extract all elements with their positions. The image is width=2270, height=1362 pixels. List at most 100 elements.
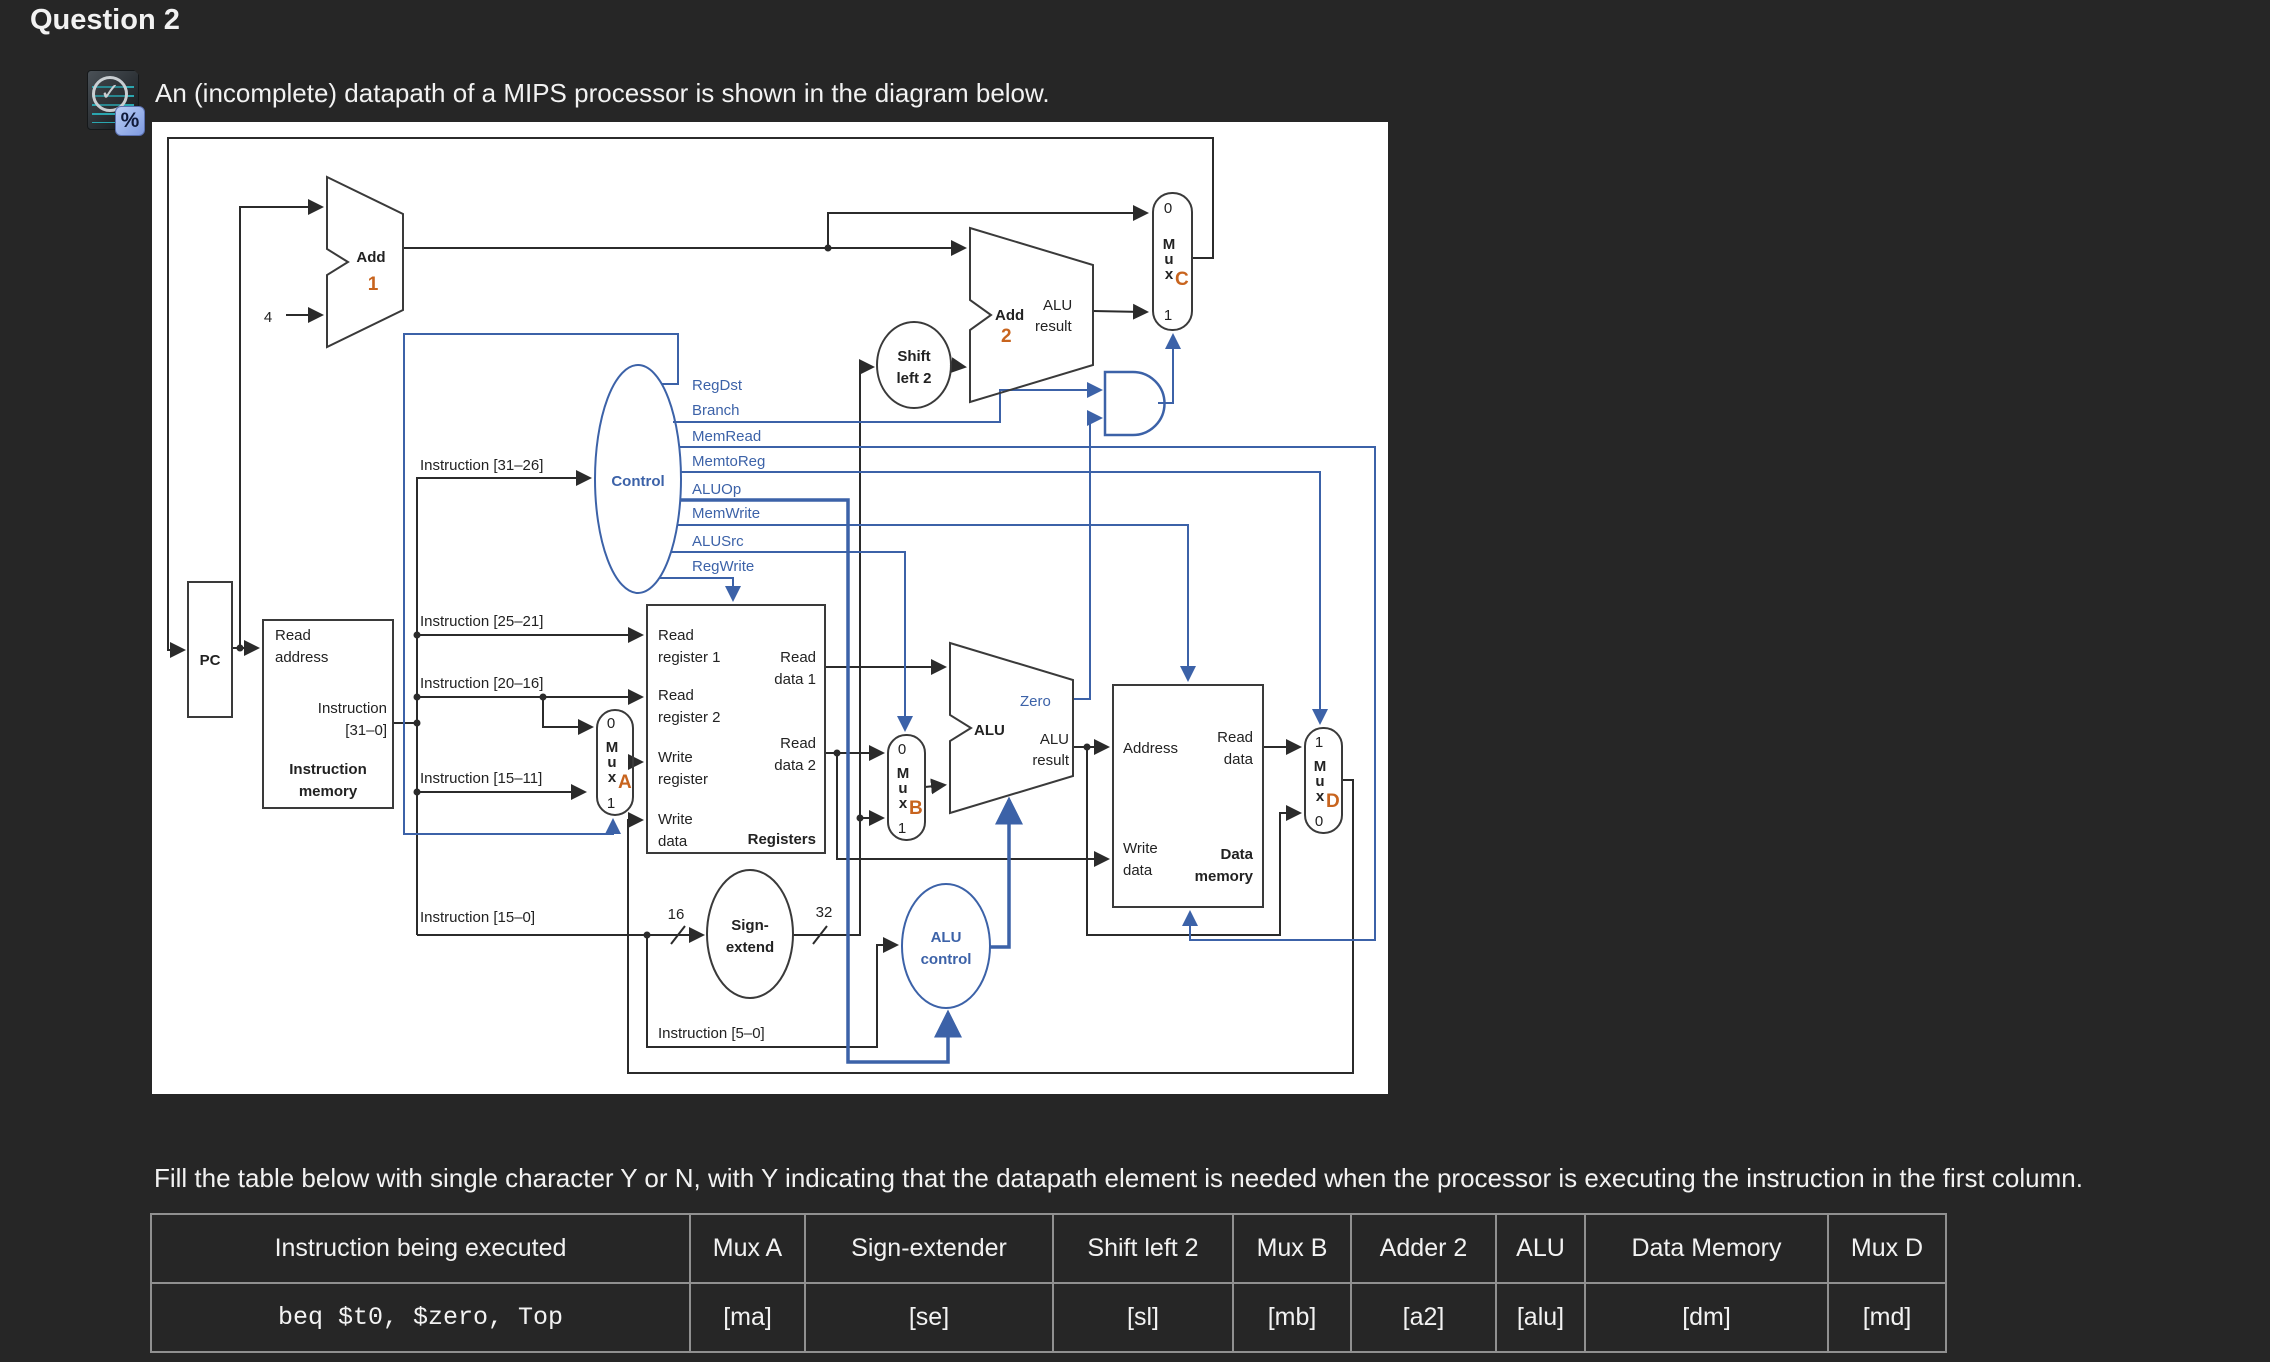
- control-unit: Control: [594, 364, 682, 594]
- pc-register: PC: [187, 581, 233, 718]
- svg-text:0: 0: [898, 741, 906, 758]
- svg-text:Instruction: Instruction: [289, 761, 367, 778]
- svg-text:Registers: Registers: [748, 831, 816, 848]
- col-header-alu: ALU: [1495, 1213, 1586, 1284]
- svg-text:Read: Read: [780, 649, 816, 666]
- answer-blank-data-memory[interactable]: [dm]: [1584, 1282, 1829, 1353]
- svg-text:memory: memory: [1195, 868, 1254, 885]
- svg-text:data: data: [658, 833, 688, 850]
- svg-text:ALU: ALU: [931, 929, 962, 946]
- svg-text:address: address: [275, 649, 328, 666]
- svg-text:x: x: [608, 769, 617, 786]
- svg-text:B: B: [909, 798, 923, 819]
- table-row: beq $t0, $zero, Top [ma] [se] [sl] [mb] …: [150, 1282, 1947, 1353]
- answer-blank-mux-b[interactable]: [mb]: [1232, 1282, 1352, 1353]
- alu: ALU Zero ALU result: [949, 641, 1074, 815]
- answer-blank-adder-2[interactable]: [a2]: [1350, 1282, 1497, 1353]
- instruction-cell: beq $t0, $zero, Top: [150, 1282, 691, 1353]
- svg-text:x: x: [1165, 266, 1174, 283]
- svg-text:Add: Add: [356, 249, 385, 266]
- svg-text:register: register: [658, 771, 708, 788]
- figure-background: [152, 122, 1388, 1094]
- svg-text:Instruction [15–11]: Instruction [15–11]: [420, 770, 542, 787]
- answer-blank-mux-d[interactable]: [md]: [1827, 1282, 1947, 1353]
- svg-text:Write: Write: [658, 811, 693, 828]
- adder-add1: Add 1: [326, 175, 404, 349]
- mips-datapath-diagram: PC Read address Instruction [31–0] Instr…: [152, 122, 1388, 1094]
- answer-blank-shift-left-2[interactable]: [sl]: [1052, 1282, 1234, 1353]
- svg-text:0: 0: [607, 715, 615, 732]
- svg-text:Read: Read: [780, 735, 816, 752]
- svg-text:Write: Write: [1123, 840, 1158, 857]
- svg-text:Shift: Shift: [897, 348, 930, 365]
- fill-table-instruction: Fill the table below with single charact…: [154, 1163, 2083, 1193]
- instruction-memory: Read address Instruction [31–0] Instruct…: [262, 619, 394, 809]
- svg-text:Instruction [31–26]: Instruction [31–26]: [420, 457, 543, 474]
- svg-text:Read: Read: [275, 627, 311, 644]
- instruction-field-labels: Instruction [31–26] Instruction [25–21] …: [420, 457, 765, 1042]
- shift-left-2: Shift left 2: [876, 321, 952, 409]
- svg-text:ALU: ALU: [1043, 297, 1072, 314]
- svg-text:Branch: Branch: [692, 402, 740, 419]
- svg-text:extend: extend: [726, 939, 774, 956]
- svg-text:MemWrite: MemWrite: [692, 505, 760, 522]
- svg-text:Instruction [5–0]: Instruction [5–0]: [658, 1025, 765, 1042]
- answer-table: Instruction being executed Mux A Sign-ex…: [150, 1213, 1947, 1353]
- answer-blank-alu[interactable]: [alu]: [1495, 1282, 1586, 1353]
- svg-text:1: 1: [898, 820, 906, 837]
- question-text: An (incomplete) datapath of a MIPS proce…: [155, 78, 1050, 108]
- svg-text:Add: Add: [995, 307, 1024, 324]
- svg-text:Instruction [15–0]: Instruction [15–0]: [420, 909, 535, 926]
- check-circle-icon: ✓: [92, 76, 128, 112]
- col-header-mux-b: Mux B: [1232, 1213, 1352, 1284]
- mux-d: 1 M u x D 0: [1304, 727, 1343, 834]
- svg-text:Read: Read: [658, 627, 694, 644]
- col-header-mux-a: Mux A: [689, 1213, 806, 1284]
- svg-text:control: control: [921, 951, 972, 968]
- svg-text:PC: PC: [200, 652, 221, 669]
- answer-blank-sign-extender[interactable]: [se]: [804, 1282, 1054, 1353]
- svg-text:1: 1: [368, 274, 379, 295]
- svg-text:M: M: [1163, 236, 1176, 253]
- svg-text:1: 1: [607, 795, 615, 812]
- mux-a: 0 M u x A 1: [596, 709, 634, 816]
- svg-text:0: 0: [1315, 813, 1323, 830]
- svg-text:register 1: register 1: [658, 649, 721, 666]
- adder-add2-branch: Add 2 ALU result: [969, 226, 1094, 404]
- col-header-shift-left-2: Shift left 2: [1052, 1213, 1234, 1284]
- quiz-image-icon: ✓ %: [85, 69, 146, 136]
- svg-text:x: x: [899, 795, 908, 812]
- svg-text:register 2: register 2: [658, 709, 721, 726]
- svg-text:u: u: [898, 780, 907, 797]
- svg-text:Read: Read: [658, 687, 694, 704]
- col-header-sign-extender: Sign-extender: [804, 1213, 1054, 1284]
- svg-text:Sign-: Sign-: [731, 917, 769, 934]
- percent-badge-icon: %: [115, 106, 145, 136]
- svg-text:2: 2: [1001, 326, 1012, 347]
- col-header-data-memory: Data Memory: [1584, 1213, 1829, 1284]
- col-header-adder-2: Adder 2: [1350, 1213, 1497, 1284]
- control-signal-labels: RegDst Branch MemRead MemtoReg ALUOp Mem…: [692, 377, 765, 575]
- svg-text:x: x: [1316, 788, 1325, 805]
- svg-text:ALUOp: ALUOp: [692, 481, 741, 498]
- svg-text:Address: Address: [1123, 740, 1178, 757]
- alu-control: ALU control: [901, 883, 991, 1009]
- answer-blank-mux-a[interactable]: [ma]: [689, 1282, 806, 1353]
- svg-text:M: M: [897, 765, 910, 782]
- svg-text:MemRead: MemRead: [692, 428, 761, 445]
- svg-text:A: A: [618, 772, 632, 793]
- svg-text:1: 1: [1315, 734, 1323, 751]
- svg-text:[31–0]: [31–0]: [345, 722, 387, 739]
- svg-text:data: data: [1123, 862, 1153, 879]
- table-header-row: Instruction being executed Mux A Sign-ex…: [150, 1213, 1947, 1284]
- svg-text:data 1: data 1: [774, 671, 816, 688]
- svg-text:1: 1: [1164, 307, 1172, 324]
- constant-four: 4: [264, 309, 272, 326]
- datapath-wires: [167, 137, 1354, 1074]
- bit-width-16: 16: [668, 906, 685, 923]
- svg-text:M: M: [606, 739, 619, 756]
- svg-text:Write: Write: [658, 749, 693, 766]
- control-signal-wires: [403, 333, 1376, 1064]
- svg-text:MemtoReg: MemtoReg: [692, 453, 765, 470]
- col-header-mux-d: Mux D: [1827, 1213, 1947, 1284]
